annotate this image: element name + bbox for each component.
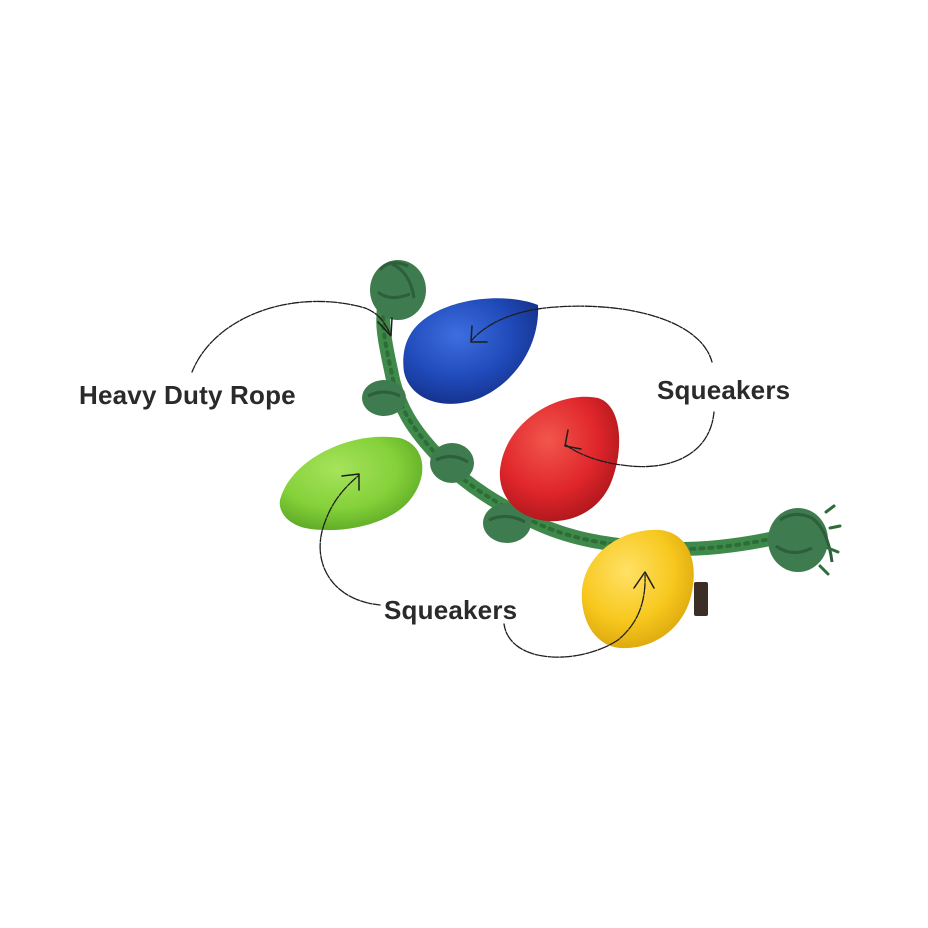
- red-bulb: [499, 396, 620, 522]
- rope-knot-mid: [430, 443, 474, 483]
- label-squeakers-right: Squeakers: [657, 375, 791, 405]
- arrow-squeakers-green: [319, 473, 381, 606]
- rope-knot-mid-upper: [362, 380, 406, 416]
- brand-tag: [694, 582, 708, 616]
- arrow-squeakers-yellow: [503, 571, 655, 658]
- blue-bulb: [403, 298, 539, 404]
- yellow-bulb: [581, 529, 694, 649]
- arrow-squeakers-red: [564, 411, 715, 468]
- rope-knot-low: [483, 503, 531, 543]
- rope-knot-top: [370, 260, 426, 320]
- arrow-squeakers-blue: [470, 305, 713, 363]
- label-heavy-duty-rope: Heavy Duty Rope: [79, 380, 296, 410]
- label-squeakers-bottom: Squeakers: [384, 595, 518, 625]
- rope-knot-end: [768, 504, 842, 576]
- arrow-rope: [191, 300, 393, 373]
- green-bulb: [279, 436, 423, 531]
